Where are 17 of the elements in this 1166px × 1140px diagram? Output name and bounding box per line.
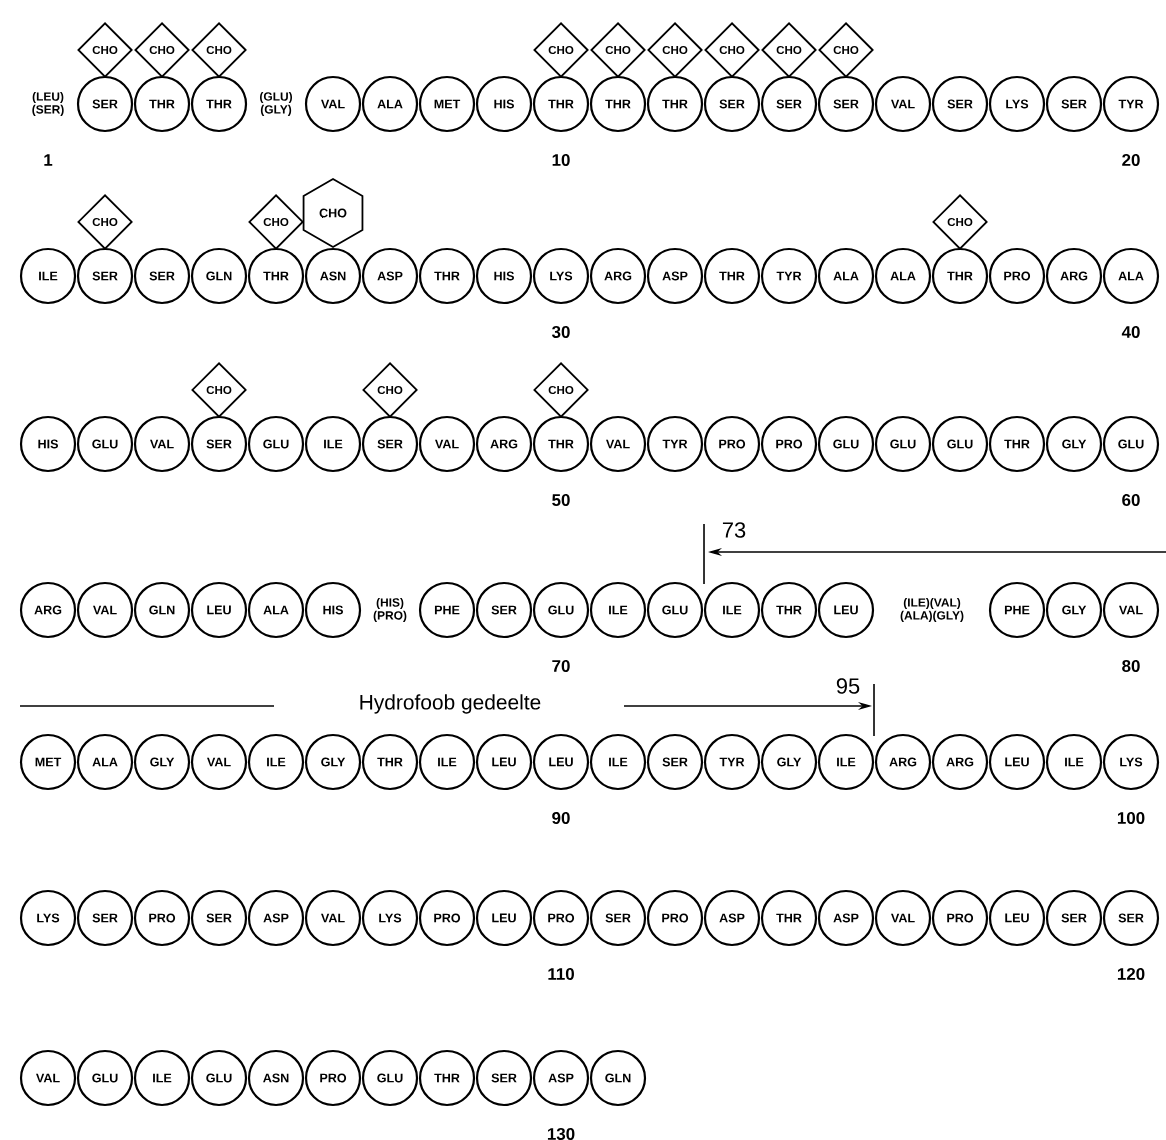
position-number: 80 (1122, 660, 1140, 672)
position-marker: 95 (836, 678, 860, 694)
position-number: 50 (552, 494, 570, 506)
position-number: 1 (44, 154, 53, 166)
position-number: 10 (552, 154, 570, 166)
position-number: 120 (1117, 968, 1145, 980)
position-number: 30 (551, 326, 570, 338)
position-marker: 73 (722, 522, 746, 538)
position-number: 60 (1122, 494, 1140, 506)
position-number: 20 (1122, 154, 1140, 166)
position-number: 100 (1117, 812, 1145, 824)
position-number: 110 (548, 968, 574, 980)
position-number: 130 (547, 1128, 575, 1140)
position-number: 70 (552, 660, 570, 672)
position-number: 90 (552, 812, 570, 824)
position-number: 40 (1121, 326, 1140, 338)
region-label: Hydrofoob gedeelte (360, 694, 541, 714)
